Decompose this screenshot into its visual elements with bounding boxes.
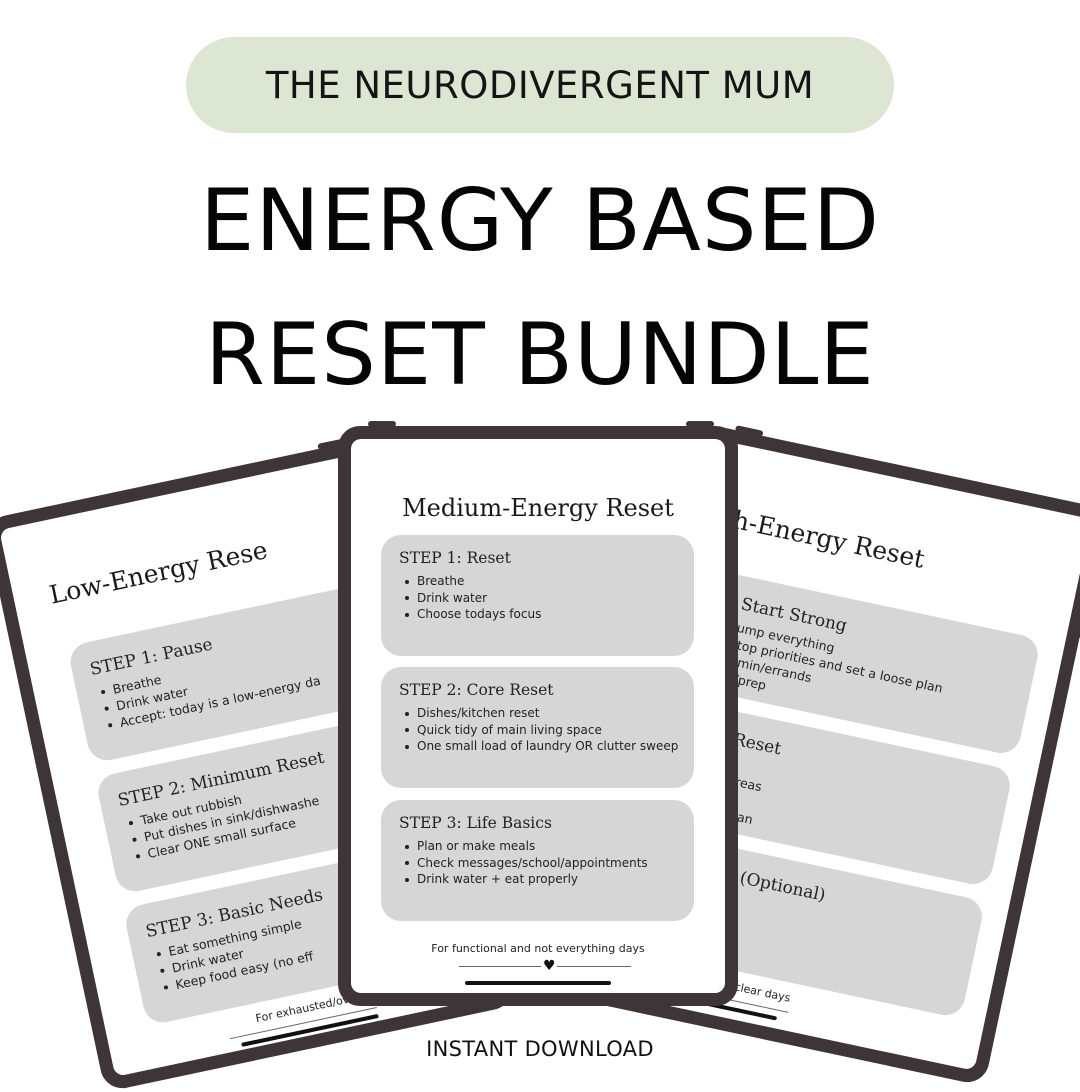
page-tagline: For functional and not everything days (431, 942, 645, 955)
list-item: Drink water + eat properly (405, 871, 676, 888)
list-item: Quick tidy of main living space (405, 722, 676, 739)
step-list: Plan or make meals Check messages/school… (399, 838, 676, 888)
list-item: Dishes/kitchen reset (405, 705, 676, 722)
step-card: STEP 1: Reset Breathe Drink water Choose… (381, 535, 694, 656)
tablet-power-button (686, 421, 714, 427)
tablet-power-button (368, 421, 396, 427)
step-title: STEP 1: Reset (399, 549, 511, 567)
brand-name: THE NEURODIVERGENT MUM (265, 63, 815, 107)
list-item: Breathe (405, 573, 676, 590)
step-title: STEP 3: Life Basics (399, 814, 552, 832)
step-title: STEP 2: Core Reset (399, 681, 554, 699)
page-medium-energy: Medium-Energy Reset STEP 1: Reset Breath… (351, 439, 725, 993)
tablet-power-button (734, 425, 764, 437)
heart-icon: ♥ (543, 958, 556, 974)
tablet-medium-energy: Medium-Energy Reset STEP 1: Reset Breath… (338, 421, 738, 1006)
headline-line-2: RESET BUNDLE (205, 305, 875, 405)
headline-line-1: ENERGY BASED (200, 171, 880, 271)
list-item: One small load of laundry OR clutter swe… (405, 739, 679, 753)
step-list: Breathe Drink water Choose todays focus (399, 573, 676, 623)
list-item: Plan or make meals (405, 838, 676, 855)
list-item: Drink water (405, 590, 676, 607)
page-title: Medium-Energy Reset (402, 494, 674, 522)
divider (459, 966, 541, 967)
home-indicator (465, 981, 611, 985)
step-list: Dishes/kitchen reset Quick tidy of main … (399, 705, 679, 755)
step-card: STEP 2: Core Reset Dishes/kitchen reset … (381, 667, 694, 788)
instant-download-label: INSTANT DOWNLOAD (426, 1037, 654, 1061)
list-item: Check messages/school/appointments (405, 855, 676, 872)
list-item: Choose todays focus (405, 606, 676, 623)
divider (557, 966, 631, 967)
brand-pill: THE NEURODIVERGENT MUM (186, 37, 894, 133)
step-card: STEP 3: Life Basics Plan or make meals C… (381, 800, 694, 921)
